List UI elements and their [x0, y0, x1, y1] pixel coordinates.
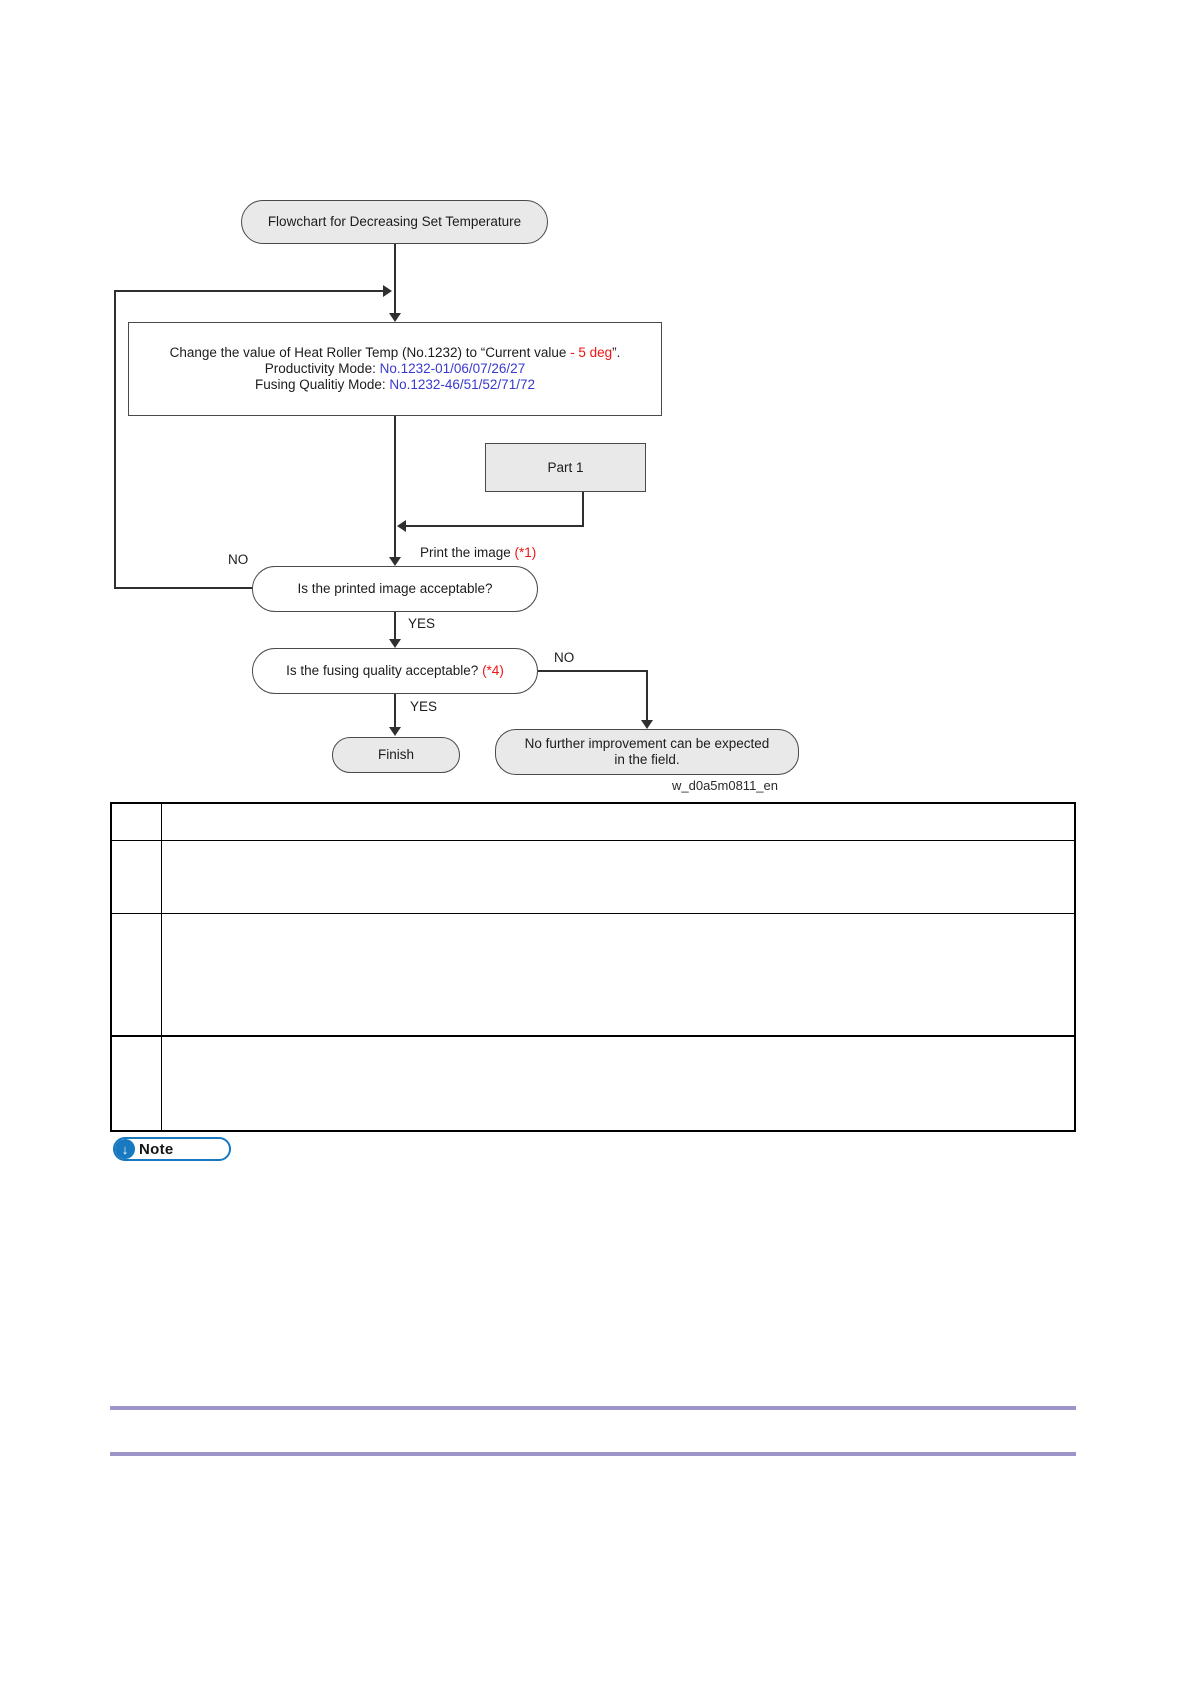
table-cell-description: [160, 913, 1076, 1037]
process-line1-highlight: - 5 deg: [570, 345, 613, 360]
branch-label-no2: NO: [554, 650, 575, 665]
branch-label-yes1: YES: [408, 616, 436, 631]
footnote-table: [110, 802, 1076, 1132]
process-line2: Productivity Mode: No.1232-01/06/07/26/2…: [265, 361, 525, 377]
decision2-node: Is the fusing quality acceptable? (*4): [252, 648, 538, 694]
decision1-label: Is the printed image acceptable?: [297, 581, 493, 596]
note-badge: ↓ Note: [113, 1137, 231, 1161]
connector-decision2-to-finish: [394, 694, 396, 727]
connector-start-to-process: [394, 244, 396, 313]
process-line3-value: No.1232-46/51/52/71/72: [389, 377, 535, 392]
process-line1: Change the value of Heat Roller Temp (No…: [170, 345, 621, 361]
connector-no2-vertical: [646, 670, 648, 721]
part1-box: Part 1: [485, 443, 646, 492]
table-cell-ref: [110, 913, 162, 1037]
note-label: Note: [139, 1140, 174, 1158]
table-row: [110, 802, 1076, 841]
flowchart-start-label: Flowchart for Decreasing Set Temperature: [267, 214, 522, 229]
table-cell-ref: [110, 802, 162, 841]
process-line3-label: Fusing Qualitiy Mode:: [255, 377, 390, 392]
finish-label: Finish: [377, 747, 414, 762]
table-cell-description: [160, 840, 1076, 914]
connector-decision1-to-decision2: [394, 612, 396, 641]
process-line3: Fusing Qualitiy Mode: No.1232-46/51/52/7…: [255, 377, 535, 393]
arrowhead-part1-join: [397, 520, 406, 532]
connector-part1-horizontal: [406, 525, 584, 527]
process-box: Change the value of Heat Roller Temp (No…: [128, 322, 662, 416]
table-row: [110, 1035, 1076, 1132]
decision2-ref: (*4): [482, 663, 504, 678]
decision2-text: Is the fusing quality acceptable?: [286, 663, 483, 678]
process-line2-value: No.1232-01/06/07/26/27: [379, 361, 526, 376]
finish-node: Finish: [332, 737, 460, 773]
process-line1-end: ”.: [612, 345, 621, 360]
print-step-ref: (*1): [514, 545, 537, 560]
connector-part1-vertical: [582, 492, 584, 526]
connector-no2-horizontal: [538, 670, 648, 672]
table-cell-description: [160, 802, 1076, 841]
diagram-caption: w_d0a5m0811_en: [671, 778, 778, 793]
note-arrow-icon: ↓: [115, 1139, 135, 1159]
part1-label: Part 1: [547, 459, 584, 475]
arrowhead-into-finish: [389, 727, 401, 736]
flowchart-start-node: Flowchart for Decreasing Set Temperature: [241, 200, 548, 244]
no-improvement-line1: No further improvement can be expected: [524, 736, 770, 751]
decision2-label: Is the fusing quality acceptable? (*4): [286, 663, 504, 679]
process-line1-text: Change the value of Heat Roller Temp (No…: [169, 345, 571, 360]
arrowhead-into-decision2: [389, 639, 401, 648]
arrowhead-into-decision1: [389, 557, 401, 566]
table-row: [110, 840, 1076, 914]
table-row: [110, 913, 1076, 1037]
table-cell-ref: [110, 840, 162, 914]
table-cell-description: [160, 1035, 1076, 1132]
connector-loop-top: [114, 290, 383, 292]
arrowhead-into-no-improvement: [641, 720, 653, 729]
decision1-node: Is the printed image acceptable?: [252, 566, 538, 612]
table-cell-ref: [110, 1035, 162, 1132]
branch-label-yes2: YES: [410, 699, 438, 714]
process-line2-label: Productivity Mode:: [264, 361, 380, 376]
separator-line-bottom: [110, 1452, 1076, 1456]
connector-process-to-decision1: [394, 416, 396, 557]
print-step-text: Print the image: [420, 545, 515, 560]
no-improvement-node: No further improvement can be expected i…: [495, 729, 799, 775]
separator-line-top: [110, 1406, 1076, 1410]
arrowhead-loop-join: [383, 285, 392, 297]
print-step-label: Print the image (*1): [420, 545, 536, 560]
connector-loop-left: [114, 290, 116, 589]
arrowhead-into-process: [389, 313, 401, 322]
branch-label-no1: NO: [228, 552, 249, 567]
connector-loop-bottom: [114, 587, 252, 589]
no-improvement-line2: in the field.: [614, 752, 680, 767]
